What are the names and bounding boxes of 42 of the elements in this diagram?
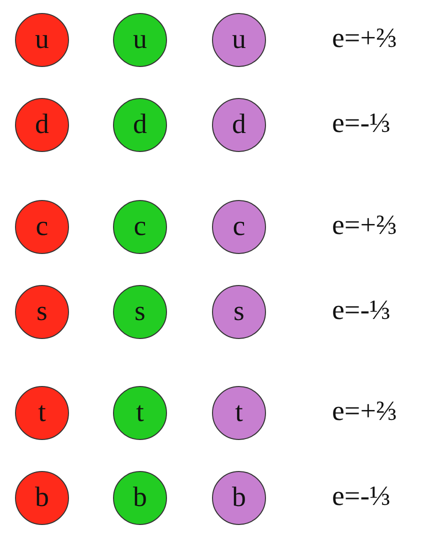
quark-circle <box>212 200 266 254</box>
quark-letter: u <box>133 26 147 54</box>
charge-label: e=-⅓ <box>332 483 391 511</box>
quark-letter: b <box>232 484 246 512</box>
quark-circle <box>113 200 167 254</box>
quark-letter: d <box>35 111 49 139</box>
quark-circle <box>113 471 167 525</box>
charge-label: e=+⅔ <box>332 212 398 240</box>
quark-letter: c <box>134 213 146 241</box>
quark-circle <box>212 285 266 339</box>
quark-letter: b <box>133 484 147 512</box>
quark-letter: b <box>35 484 49 512</box>
charge-label: e=+⅔ <box>332 25 398 53</box>
quark-letter: d <box>232 111 246 139</box>
quark-circle <box>15 200 69 254</box>
quark-circle <box>15 386 69 440</box>
charge-label: e=-⅓ <box>332 110 391 138</box>
quark-circle <box>15 98 69 152</box>
quark-letter: t <box>136 399 144 427</box>
quark-circle <box>113 13 167 67</box>
quark-circle <box>212 471 266 525</box>
quark-circle <box>15 285 69 339</box>
quark-letter: t <box>38 399 46 427</box>
quark-circle <box>212 13 266 67</box>
quark-letter: s <box>36 298 48 326</box>
quark-circle <box>212 98 266 152</box>
quark-letter: c <box>36 213 48 241</box>
charge-label: e=+⅔ <box>332 398 398 426</box>
quark-letter: u <box>232 26 246 54</box>
quark-letter: s <box>134 298 146 326</box>
quark-circle <box>15 13 69 67</box>
quark-letter: d <box>133 111 147 139</box>
quark-circle <box>212 386 266 440</box>
quark-circle <box>113 386 167 440</box>
quark-letter: u <box>35 26 49 54</box>
quark-circle <box>113 98 167 152</box>
quark-circle <box>15 471 69 525</box>
quark-letter: s <box>234 298 244 326</box>
quark-letter: c <box>232 213 246 241</box>
quark-letter: t <box>235 399 243 427</box>
charge-label: e=-⅓ <box>332 297 391 325</box>
quark-circle <box>113 285 167 339</box>
